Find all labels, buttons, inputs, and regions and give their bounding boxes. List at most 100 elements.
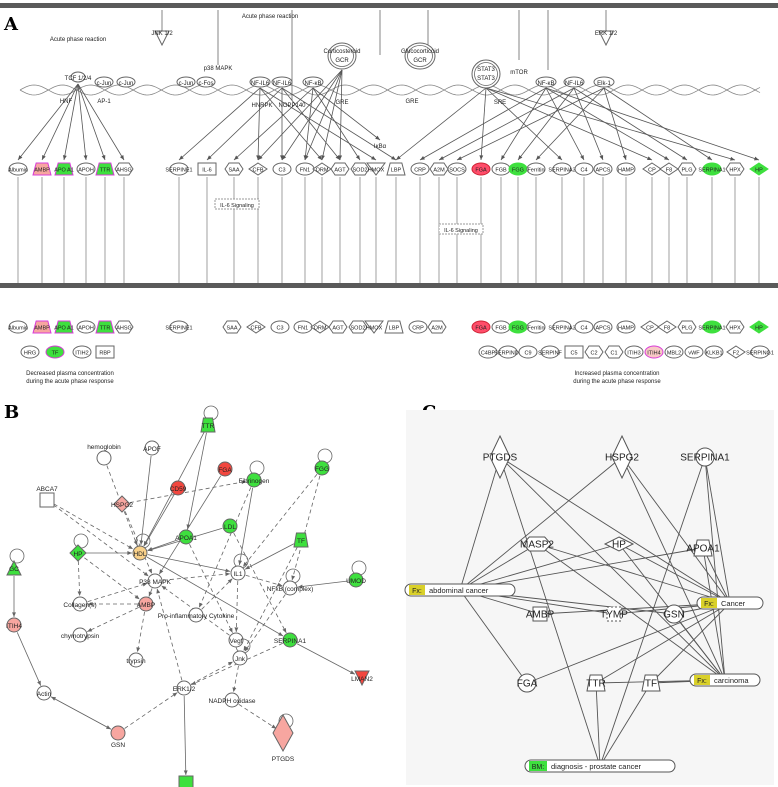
edge xyxy=(281,87,341,161)
function-tag-label: Fx: xyxy=(697,678,707,685)
edge xyxy=(259,87,377,161)
edge-arrowhead xyxy=(144,541,149,547)
dna-strand xyxy=(19,84,761,96)
node-shape xyxy=(384,320,404,334)
edge xyxy=(456,87,605,161)
edge-arrowhead xyxy=(199,602,203,608)
gene-lower-f8 xyxy=(657,320,677,334)
top-label-p38-mapk: p38 MAPK xyxy=(204,66,233,72)
edge-arrowhead xyxy=(599,155,604,160)
edge xyxy=(419,87,547,161)
edge xyxy=(480,87,487,161)
node-shape xyxy=(586,674,606,692)
gene-extra-label-f2: F2 xyxy=(733,351,739,357)
node-gsn xyxy=(110,725,126,741)
gene-extra-c5 xyxy=(564,345,584,359)
edge-arrowhead xyxy=(271,724,277,729)
gene-extra-label-mbl2: MBL2 xyxy=(667,351,681,357)
gene-extra-label-itih4: ITIH4 xyxy=(647,351,660,357)
node-shape xyxy=(574,162,594,176)
node-label-fga: FGA xyxy=(218,467,232,474)
edge-arrowhead xyxy=(439,156,444,160)
node-shape xyxy=(642,162,662,176)
gene-lower-label-apo-a1: APO A1 xyxy=(54,326,74,332)
tf-label-corticosteroid-gcr: Corticosteroid xyxy=(323,49,360,55)
node-shape xyxy=(624,345,644,359)
edge xyxy=(545,87,585,161)
gene-upper-label-f8: F8 xyxy=(666,168,672,174)
edge xyxy=(189,544,233,633)
node-shape xyxy=(293,532,309,548)
edge-arrowhead xyxy=(42,155,46,160)
edge-arrowhead xyxy=(142,582,148,587)
gene-upper-ahsg xyxy=(114,162,134,176)
middle-bar xyxy=(0,283,778,288)
edge xyxy=(573,87,604,161)
gene-upper-label-cfb: CFB xyxy=(253,168,264,174)
node-nfkb-complex xyxy=(282,580,298,596)
self-loop-gc xyxy=(9,548,25,564)
node-shape xyxy=(532,606,548,622)
node-shape xyxy=(110,725,126,741)
edge xyxy=(16,632,42,686)
node-ttr xyxy=(586,674,606,692)
edge-arrowhead xyxy=(241,480,247,485)
gene-upper-label-fn1: FN1 xyxy=(300,168,310,174)
node-fgg xyxy=(314,460,330,476)
gene-upper-label-ttr: TTR xyxy=(100,168,111,174)
edge-arrowhead xyxy=(143,571,149,577)
gene-lower-ferritin xyxy=(526,320,546,334)
edge-arrowhead xyxy=(278,631,284,636)
node-shape xyxy=(410,162,430,176)
gene-upper-label-c3: C3 xyxy=(278,168,285,174)
node-itih4 xyxy=(6,617,22,633)
node-shape xyxy=(348,572,364,588)
edge xyxy=(545,87,760,161)
gene-lower-label-hmox: HMOX xyxy=(366,326,383,332)
edge xyxy=(77,560,81,597)
gene-upper-hpx xyxy=(725,162,745,176)
edge-arrowhead xyxy=(245,565,251,570)
tf-label-stat3-stat3: STAT3 xyxy=(477,76,495,82)
gene-extra-label-itih2: ITIH2 xyxy=(75,351,88,357)
node-label-il1: IL1 xyxy=(233,571,242,578)
gene-upper-label-cp: CP xyxy=(648,168,656,174)
edge xyxy=(304,87,314,161)
edge-apoa1 xyxy=(459,547,704,591)
edge-hp xyxy=(618,543,731,604)
edge-arrowhead xyxy=(349,670,355,675)
tf-label-nf-il6: NF-IL6 xyxy=(251,81,270,87)
gene-upper-albumin xyxy=(8,162,28,176)
edge-serpina1 xyxy=(704,456,726,681)
node-shape xyxy=(39,492,55,508)
node-shape xyxy=(526,320,546,334)
edge-arrowhead xyxy=(396,155,401,160)
node-shape xyxy=(20,345,40,359)
top-label-mtor: mTOR xyxy=(510,70,528,76)
gene-extra-label-serping1: SERPING1 xyxy=(746,351,774,357)
edge-arrowhead xyxy=(256,155,261,160)
gene-upper-label-serpina1: SERPINA1 xyxy=(698,168,725,174)
edge xyxy=(156,588,183,681)
node-shape xyxy=(232,650,248,666)
gene-lower-label-ttr: TTR xyxy=(100,326,111,332)
edge-arrowhead xyxy=(179,155,184,160)
gene-upper-ferritin xyxy=(526,162,546,176)
node-label-apof: APOF xyxy=(143,446,161,453)
gene-lower-label-fgb: FGB xyxy=(495,326,507,332)
node-label-apoa1: APOA1 xyxy=(686,544,720,555)
node-shape xyxy=(749,162,769,176)
gene-upper-label-serpina3: SERPINA3 xyxy=(548,168,575,174)
node-shape xyxy=(328,320,348,334)
node-shape xyxy=(197,162,217,176)
node-hdl xyxy=(132,545,148,561)
node-label-p38-mapk: P38 MAPK xyxy=(139,579,171,586)
gene-upper-f8 xyxy=(659,162,679,176)
edge-arrowhead xyxy=(225,572,231,577)
node-shape xyxy=(224,692,240,708)
node-shape xyxy=(188,607,204,623)
edge xyxy=(485,87,563,161)
node-abca7 xyxy=(39,492,55,508)
edge xyxy=(63,83,79,161)
node-serpina1 xyxy=(695,447,715,467)
